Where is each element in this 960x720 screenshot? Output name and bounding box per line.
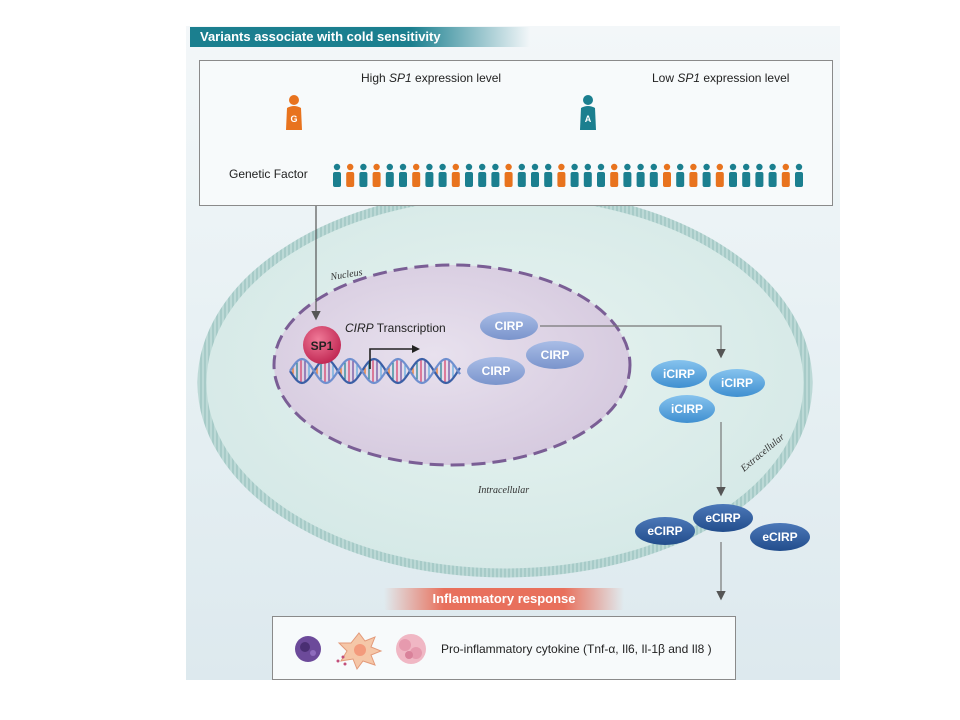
- person-icon: [504, 163, 513, 187]
- person-icon: [438, 163, 447, 187]
- person-icon: [795, 163, 803, 187]
- intracellular-label: Intracellular: [477, 485, 529, 496]
- title-banner: Variants associate with cold sensitivity: [190, 27, 530, 47]
- svg-text:eCIRP: eCIRP: [705, 511, 740, 525]
- person-icon: [557, 163, 566, 187]
- inflammatory-response-title: Inflammatory response: [432, 591, 576, 606]
- person-icon: [544, 163, 553, 187]
- person-icon: [346, 163, 355, 187]
- svg-text:A: A: [585, 114, 592, 124]
- icirp-protein: iCIRP: [659, 395, 715, 423]
- cirp-protein: CIRP: [480, 312, 538, 340]
- person-icon: [531, 163, 539, 187]
- person-icon: [478, 163, 487, 187]
- svg-text:eCIRP: eCIRP: [762, 530, 797, 544]
- immune-cells-icons: [295, 632, 426, 671]
- pink-cell-icon: [396, 634, 426, 664]
- cirp-protein: CIRP: [526, 341, 584, 369]
- person-icon: [583, 163, 592, 187]
- svg-text:iCIRP: iCIRP: [663, 367, 695, 381]
- low-expression-label: Low SP1 expression level: [652, 71, 790, 85]
- svg-text:eCIRP: eCIRP: [647, 524, 682, 538]
- person-icon: [742, 163, 751, 187]
- person-icon: [610, 163, 619, 187]
- person-icon: [768, 163, 777, 187]
- genetic-factor-label: Genetic Factor: [229, 167, 308, 181]
- person-icon: [649, 163, 658, 187]
- person-icon: [623, 163, 632, 187]
- person-g-icon: G: [286, 95, 302, 130]
- title-text: Variants associate with cold sensitivity: [200, 29, 441, 44]
- ecirp-protein: eCIRP: [635, 517, 695, 545]
- tss-arrow-nucleus: [369, 348, 414, 369]
- person-icon: [689, 163, 698, 187]
- svg-text:G: G: [290, 114, 297, 124]
- person-icon: [385, 163, 394, 187]
- person-icon: [781, 163, 790, 187]
- ecirp-protein: eCIRP: [693, 504, 753, 532]
- cirp-transcription-label: CIRP Transcription: [345, 321, 446, 335]
- cytokine-text: Pro-inflammatory cytokine (Tnf-α, Il6, I…: [441, 642, 712, 656]
- svg-text:iCIRP: iCIRP: [721, 376, 753, 390]
- person-icon: [715, 163, 724, 187]
- person-icon: [597, 163, 605, 187]
- cytokine-box: Pro-inflammatory cytokine (Tnf-α, Il6, I…: [272, 616, 736, 680]
- population-row: [333, 163, 803, 187]
- person-icon: [399, 163, 407, 187]
- svg-text:CIRP: CIRP: [482, 364, 511, 378]
- sp1-label: SP1: [311, 339, 334, 353]
- person-icon: [517, 163, 526, 187]
- sp1-protein: [303, 326, 341, 364]
- genetic-factor-box: [199, 60, 833, 206]
- person-icon: [729, 163, 737, 187]
- nucleus-label: Nucleus: [329, 267, 364, 283]
- person-icon: [755, 163, 764, 187]
- dendritic-cell-icon: [336, 632, 383, 671]
- person-icon: [412, 163, 421, 187]
- svg-text:CIRP: CIRP: [541, 348, 570, 362]
- person-icon: [372, 163, 381, 187]
- person-icon: [570, 163, 579, 187]
- person-icon: [425, 163, 434, 187]
- svg-text:CIRP: CIRP: [495, 319, 524, 333]
- person-icon: [702, 163, 711, 187]
- svg-text:iCIRP: iCIRP: [671, 402, 703, 416]
- person-icon: [663, 163, 671, 187]
- dna-nucleus: [289, 357, 461, 385]
- purple-cell-icon: [295, 636, 321, 662]
- nucleus: [272, 263, 632, 467]
- icirp-protein: iCIRP: [709, 369, 765, 397]
- person-icon: [333, 163, 341, 187]
- person-icon: [451, 163, 460, 187]
- person-icon: [491, 163, 500, 187]
- ecirp-protein: eCIRP: [750, 523, 810, 551]
- person-a-icon: A: [580, 95, 596, 130]
- cirp-protein: CIRP: [467, 357, 525, 385]
- person-icon: [359, 163, 368, 187]
- person-icon: [465, 163, 473, 187]
- tss-arrow-nucleus-head: [412, 345, 420, 353]
- person-icon: [636, 163, 645, 187]
- arrow-cirp-to-icirp: [540, 325, 726, 359]
- high-expression-label: High SP1 expression level: [361, 71, 502, 85]
- icirp-protein: iCIRP: [651, 360, 707, 388]
- inflammatory-response-banner: Inflammatory response: [384, 588, 624, 610]
- person-icon: [676, 163, 685, 187]
